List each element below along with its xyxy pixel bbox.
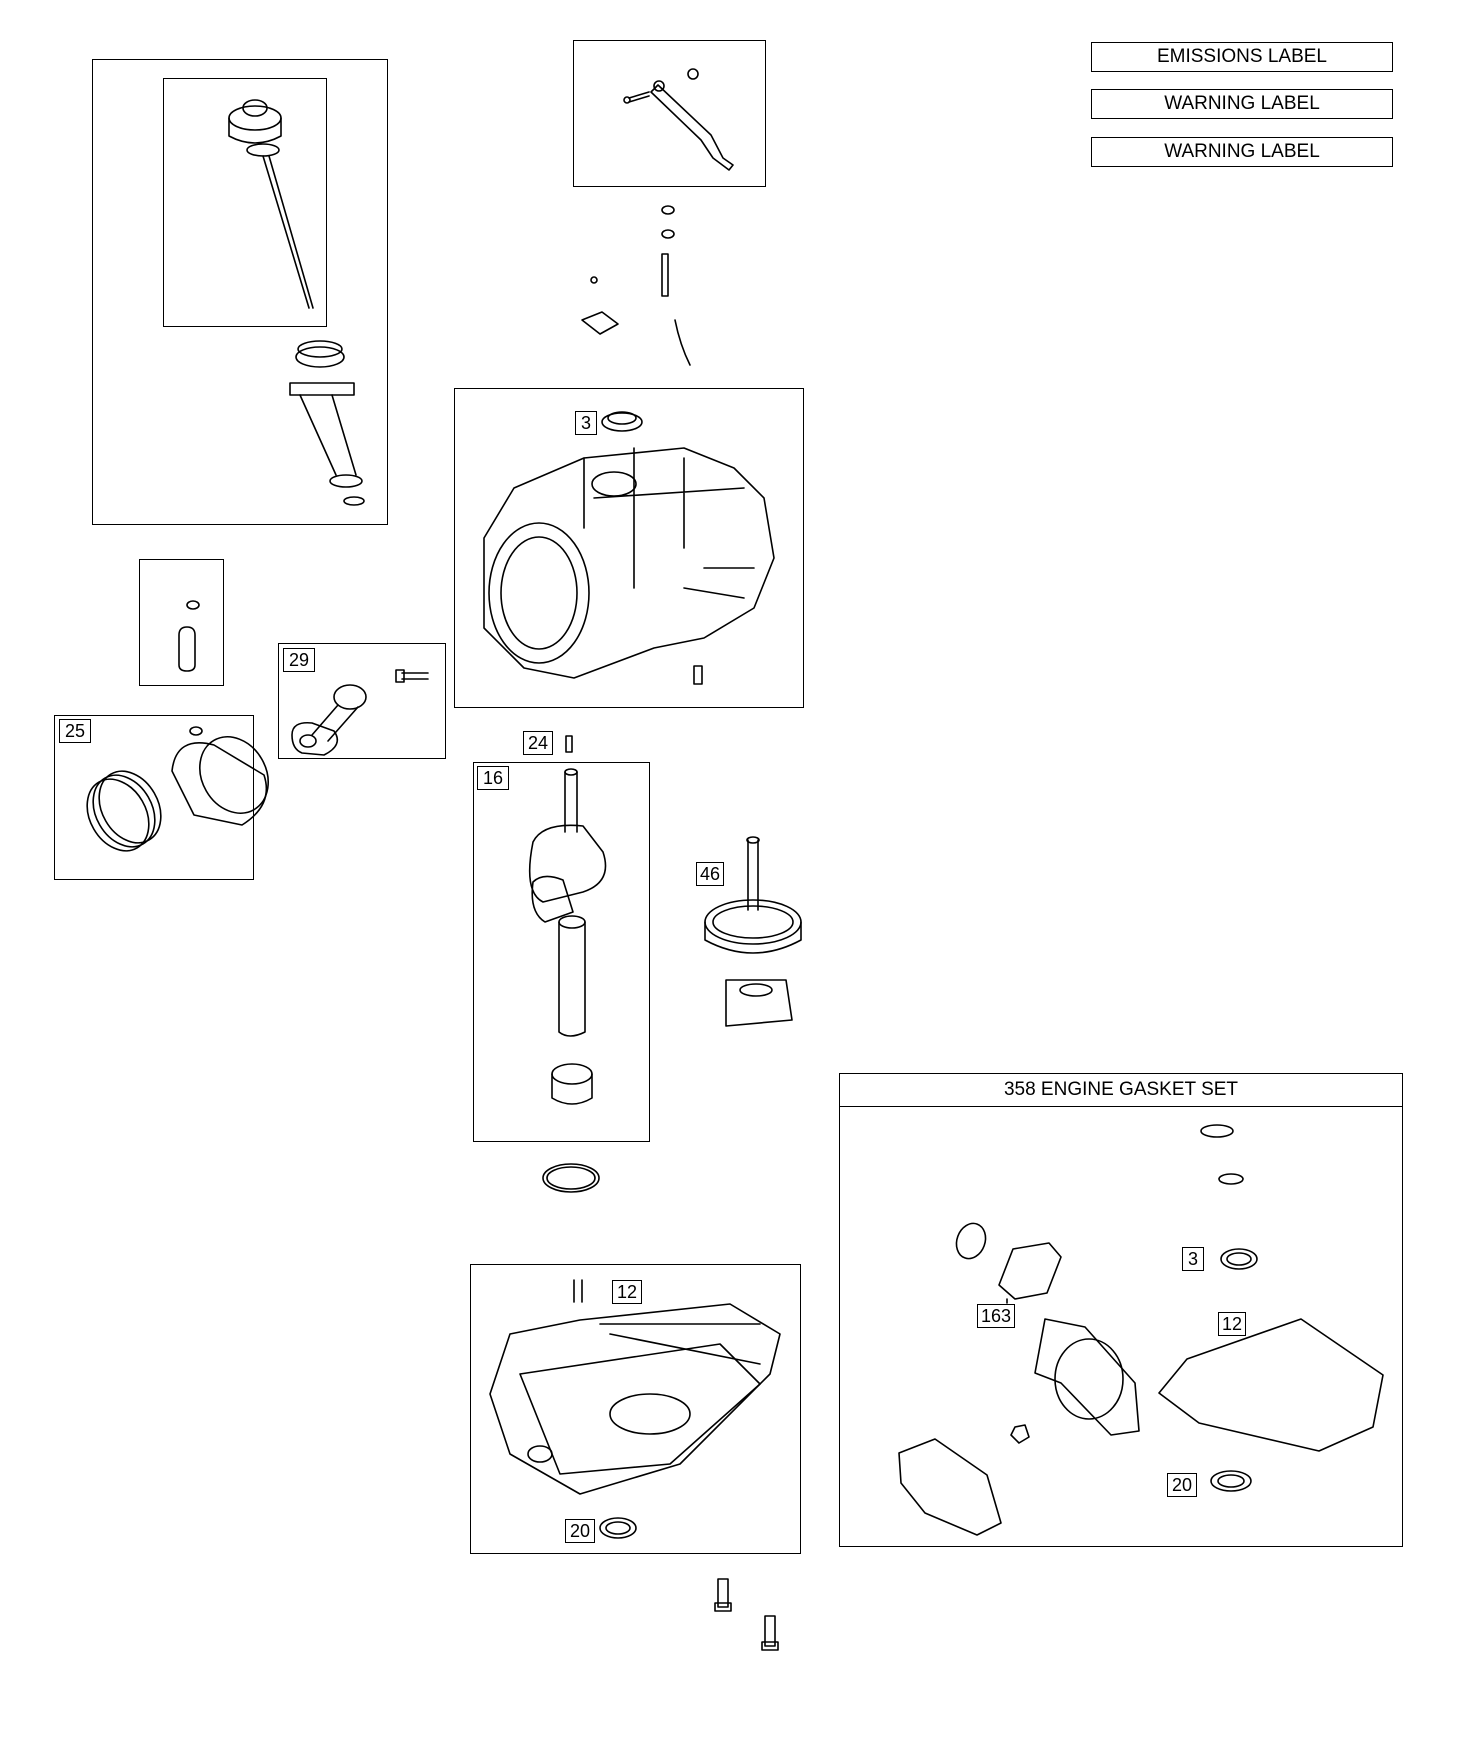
callout-12-gasket: 12	[1218, 1312, 1246, 1336]
piston-box	[54, 715, 254, 880]
emissions-label: EMISSIONS LABEL	[1091, 42, 1393, 72]
connecting-rod-box	[278, 643, 446, 759]
o-ring-icon	[542, 1163, 600, 1193]
callout-29: 29	[283, 648, 315, 672]
warning-label-1: WARNING LABEL	[1091, 89, 1393, 119]
engine-gasket-set-title: 358 ENGINE GASKET SET	[840, 1074, 1402, 1107]
callout-163: 163	[977, 1304, 1015, 1328]
gasket-set-parts-icon	[898, 1124, 1384, 1536]
callout-3-block: 3	[575, 411, 597, 435]
oil-fill-group-box	[92, 59, 388, 525]
callout-46: 46	[696, 862, 724, 886]
connecting-rod-icon	[291, 669, 429, 756]
crankshaft-box	[473, 762, 650, 1142]
cylinder-block-icon	[483, 411, 775, 685]
governor-arm-box	[573, 40, 766, 187]
sump-box	[470, 1264, 801, 1554]
callout-20-gasket: 20	[1167, 1473, 1197, 1497]
crankshaft-icon	[528, 768, 607, 1105]
callout-16: 16	[477, 766, 509, 790]
sump-bolt-icon-1	[714, 1578, 732, 1612]
callout-12-sump: 12	[612, 1280, 642, 1304]
piston-pin-icon	[178, 600, 200, 672]
callout-24: 24	[523, 731, 553, 755]
crank-key-icon	[565, 735, 573, 753]
piston-icon	[86, 726, 269, 852]
governor-arm-icon	[623, 68, 734, 171]
dipstick-icon	[228, 99, 314, 309]
dipstick-sub-box	[163, 78, 327, 327]
governor-link-icon	[581, 205, 691, 366]
warning-label-2: WARNING LABEL	[1091, 137, 1393, 167]
callout-25: 25	[59, 719, 91, 743]
engine-gasket-set-box: 358 ENGINE GASKET SET	[839, 1073, 1403, 1547]
cylinder-block-box	[454, 388, 804, 708]
sump-icon	[489, 1279, 781, 1539]
piston-pin-box	[139, 559, 224, 686]
oil-fill-tube-icon	[289, 340, 365, 506]
sump-bolt-icon-2	[761, 1615, 779, 1651]
camshaft-icon	[704, 836, 802, 1027]
callout-20-sump: 20	[565, 1519, 595, 1543]
callout-3-gasket: 3	[1182, 1247, 1204, 1271]
